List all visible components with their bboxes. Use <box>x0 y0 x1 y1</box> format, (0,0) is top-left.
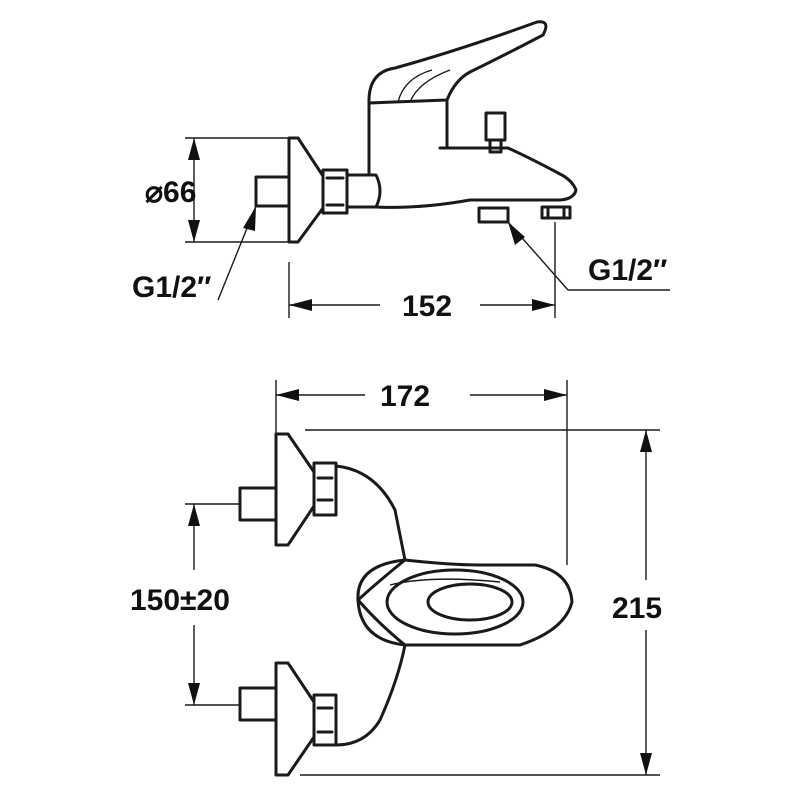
top-body <box>334 464 407 747</box>
side-inlet-stub <box>254 175 291 208</box>
dim-diameter: ⌀66 <box>145 137 289 243</box>
dim-spacing: 150±20 <box>130 503 240 706</box>
dim-depth-215: 215 <box>300 429 662 776</box>
top-upper-stub <box>238 486 278 522</box>
side-aerator <box>540 205 572 220</box>
side-body <box>367 98 578 209</box>
dim-diameter-label: ⌀66 <box>145 176 196 209</box>
dim-inlet-thread: G1/2″ <box>132 205 257 304</box>
top-lower-flange <box>274 661 316 777</box>
top-lower-nut <box>312 693 338 747</box>
side-nut <box>321 168 349 215</box>
inlet-thread-label: G1/2″ <box>132 271 211 304</box>
top-lever <box>356 558 407 647</box>
spacing-label: 150±20 <box>130 584 230 617</box>
depth-215-label: 215 <box>612 592 662 625</box>
dim-width-152: 152 <box>288 222 556 323</box>
top-lever-outer <box>385 568 525 636</box>
top-view-faucet <box>238 432 574 777</box>
top-upper-nut <box>312 461 338 517</box>
top-lever-inner <box>426 582 514 622</box>
dim-width-172: 172 <box>275 380 568 565</box>
side-body-connector <box>345 173 382 209</box>
width-152-label: 152 <box>402 290 452 323</box>
top-upper-flange <box>274 432 316 547</box>
width-172-label: 172 <box>380 380 430 413</box>
side-outlet <box>477 206 510 224</box>
side-flange <box>287 136 325 244</box>
top-lower-stub <box>238 686 278 722</box>
side-view-faucet <box>254 20 578 244</box>
outlet-thread-label: G1/2″ <box>588 254 667 287</box>
side-diverter <box>484 111 507 154</box>
side-lever <box>367 20 548 105</box>
dim-outlet-thread: G1/2″ <box>507 221 670 291</box>
